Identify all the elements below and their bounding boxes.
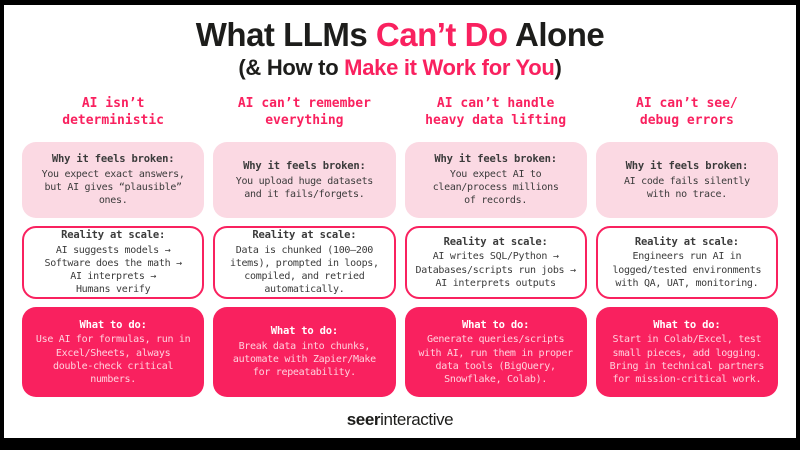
box-body: Engineers run AI in logged/tested enviro… bbox=[612, 251, 762, 289]
why-it-feels-broken-box: Why it feels broken: You expect AI to cl… bbox=[404, 142, 587, 219]
page-subtitle: (& How to Make it Work for You) bbox=[4, 55, 796, 81]
box-label: What to do: bbox=[270, 325, 339, 338]
why-it-feels-broken-box: Why it feels broken: You expect exact an… bbox=[22, 142, 205, 219]
logo-bold-part: seer bbox=[346, 410, 381, 429]
title-highlight: Can’t Do bbox=[375, 16, 508, 53]
box-label: What to do: bbox=[653, 318, 721, 331]
box-label: What to do: bbox=[461, 318, 530, 331]
box-body: AI code fails silently with no trace. bbox=[623, 175, 750, 200]
column-ai-cant-handle-data: AI can’t handle heavy data lifting Why i… bbox=[404, 96, 587, 398]
page-title: What LLMs Can’t Do Alone bbox=[4, 16, 796, 54]
box-body: You expect exact answers, but AI gives “… bbox=[41, 168, 185, 207]
box-body: Use AI for formulas, run in Excel/Sheets… bbox=[35, 334, 191, 385]
column-header: AI can’t remember everything bbox=[237, 96, 371, 129]
columns-row: AI isn’t deterministic Why it feels brok… bbox=[4, 81, 796, 398]
what-to-do-box: What to do: Start in Colab/Excel, test s… bbox=[595, 307, 778, 398]
reality-at-scale-box: Reality at scale: AI suggests models → S… bbox=[22, 226, 205, 300]
title-post: Alone bbox=[507, 16, 605, 53]
what-to-do-box: What to do: Generate queries/scripts wit… bbox=[404, 307, 587, 398]
title-block: What LLMs Can’t Do Alone (& How to Make … bbox=[4, 5, 796, 81]
column-ai-isnt-deterministic: AI isn’t deterministic Why it feels brok… bbox=[22, 96, 205, 398]
reality-at-scale-box: Reality at scale: Engineers run AI in lo… bbox=[595, 226, 778, 300]
box-label: Reality at scale: bbox=[634, 235, 739, 248]
reality-at-scale-box: Reality at scale: AI writes SQL/Python →… bbox=[404, 226, 587, 300]
box-body: Break data into chunks, automate with Za… bbox=[232, 340, 376, 379]
subtitle-post: ) bbox=[554, 54, 562, 80]
column-ai-cant-debug: AI can’t see/ debug errors Why it feels … bbox=[595, 96, 778, 398]
box-body: Data is chunked (100–200 items), prompte… bbox=[230, 244, 379, 296]
box-label: Why it feels broken: bbox=[51, 153, 175, 166]
column-header: AI can’t handle heavy data lifting bbox=[425, 96, 567, 129]
what-to-do-box: What to do: Use AI for formulas, run in … bbox=[22, 307, 205, 398]
logo-regular-part: interactive bbox=[380, 410, 454, 429]
box-label: Why it feels broken: bbox=[434, 153, 557, 166]
what-to-do-box: What to do: Break data into chunks, auto… bbox=[213, 307, 396, 398]
column-header: AI can’t see/ debug errors bbox=[636, 96, 738, 129]
subtitle-highlight: Make it Work for You bbox=[344, 54, 555, 80]
box-body: You expect AI to clean/process millions … bbox=[432, 168, 559, 207]
box-body: AI writes SQL/Python → Databases/scripts… bbox=[415, 251, 576, 289]
box-body: Generate queries/scripts with AI, run th… bbox=[418, 334, 573, 385]
box-label: Reality at scale: bbox=[443, 235, 548, 248]
box-label: Why it feels broken: bbox=[625, 159, 749, 172]
box-label: What to do: bbox=[79, 318, 147, 331]
box-body: You upload huge datasets and it fails/fo… bbox=[235, 175, 374, 200]
box-label: Reality at scale: bbox=[252, 229, 357, 242]
box-label: Why it feels broken: bbox=[243, 159, 366, 172]
box-body: AI suggests models → Software does the m… bbox=[44, 244, 182, 296]
seer-interactive-logo: seerinteractive bbox=[4, 410, 796, 430]
subtitle-pre: (& How to bbox=[238, 54, 345, 80]
column-header: AI isn’t deterministic bbox=[62, 96, 164, 129]
title-pre: What LLMs bbox=[195, 16, 376, 53]
why-it-feels-broken-box: Why it feels broken: You upload huge dat… bbox=[213, 142, 396, 219]
box-label: Reality at scale: bbox=[61, 229, 166, 242]
column-ai-cant-remember: AI can’t remember everything Why it feel… bbox=[213, 96, 396, 398]
box-body: Start in Colab/Excel, test small pieces,… bbox=[609, 334, 765, 385]
reality-at-scale-box: Reality at scale: Data is chunked (100–2… bbox=[213, 226, 396, 300]
why-it-feels-broken-box: Why it feels broken: AI code fails silen… bbox=[595, 142, 778, 219]
